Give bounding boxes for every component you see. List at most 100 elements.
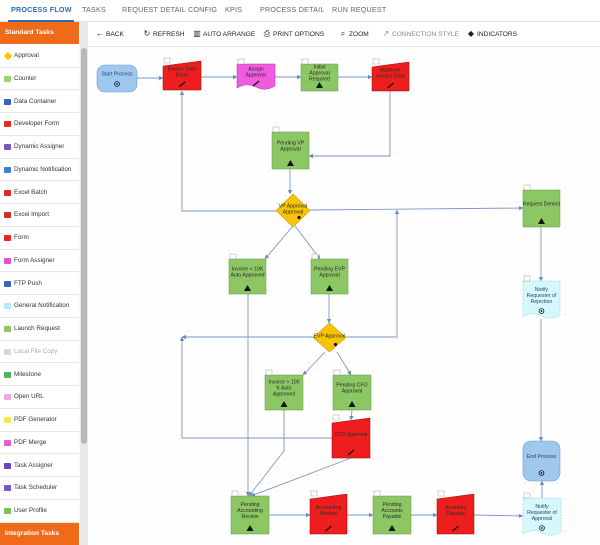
connector-15[interactable] (302, 351, 326, 376)
palette-item-counter[interactable]: Counter (0, 67, 79, 91)
flow-node-evp-decision[interactable]: EVP Approval (312, 322, 347, 353)
palette-item-data-container[interactable]: Data Container (0, 90, 79, 114)
palette-item-dynamic-notification[interactable]: Dynamic Notification (0, 158, 79, 182)
node-label: Invoice Data (376, 73, 405, 79)
tab-process-detail[interactable]: PROCESS DETAIL (260, 5, 325, 14)
notification-shape[interactable] (522, 280, 561, 319)
connector-16[interactable] (336, 351, 352, 376)
form-shape[interactable] (162, 60, 202, 91)
palette-item-excel-batch[interactable]: Excel Batch (0, 181, 79, 205)
palette-item-pdf-merge[interactable]: PDF Merge (0, 431, 79, 455)
palette-item-ftp-push[interactable]: FTP Push (0, 272, 79, 296)
connector-19[interactable] (179, 336, 332, 439)
zoom-button[interactable]: ⌕ZOOM (338, 28, 369, 40)
palette-item-form-assigner[interactable]: Form Assigner (0, 249, 79, 273)
decision-shape[interactable] (312, 322, 347, 353)
standard-tasks-header[interactable]: Standard Tasks (0, 22, 79, 44)
palette-item-form[interactable]: Form (0, 227, 79, 250)
connection-style-button[interactable]: ↗CONNECTION STYLE (381, 28, 459, 40)
connector-7[interactable] (264, 225, 294, 260)
start-shape[interactable] (96, 64, 138, 93)
task-type-icon (332, 414, 340, 421)
tab-request-detail-config[interactable]: REQUEST DETAIL CONFIG (122, 5, 218, 14)
form-shape[interactable] (436, 493, 475, 535)
connector-4[interactable] (308, 91, 391, 159)
node-label: Review (320, 511, 337, 517)
node-label: Required (309, 76, 330, 82)
palette-item-general-notification[interactable]: General Notification (0, 295, 79, 318)
milestone-indicator-icon (287, 160, 294, 166)
palette-item-user-profile[interactable]: User Profile (0, 500, 79, 523)
auto-arrange-button-label: AUTO ARRANGE (203, 31, 256, 38)
connector-21[interactable] (250, 457, 352, 497)
palette-item-pdf-generator[interactable]: PDF Generator (0, 409, 79, 432)
palette-item-excel-import[interactable]: Excel Import (0, 204, 79, 227)
process-flow-canvas[interactable] (89, 46, 600, 545)
connector-6[interactable] (179, 90, 277, 212)
refresh-button[interactable]: ↻REFRESH (142, 28, 185, 40)
palette-item-approval[interactable]: Approval (0, 45, 79, 68)
edit-pen-icon (347, 449, 355, 456)
task-type-icon (310, 490, 318, 497)
palette-item-developer-form[interactable]: Developer Form (0, 113, 79, 136)
node-label: Invoice Data (168, 66, 197, 72)
sidebar-scrollbar[interactable] (80, 22, 88, 545)
tab-run-request[interactable]: RUN REQUEST (332, 5, 387, 14)
sidebar-scrollbar-thumb[interactable] (81, 48, 87, 444)
milestone-indicator-icon (280, 401, 288, 407)
tab-tasks[interactable]: TASKS (82, 5, 107, 14)
flow-node-request-denied[interactable]: Request Denied (522, 184, 561, 228)
form-shape[interactable] (331, 417, 371, 459)
node-label: Review (241, 514, 258, 520)
decision-shape[interactable] (275, 193, 311, 228)
node-label: Approval (319, 272, 339, 278)
palette-item-task-scheduler[interactable]: Task Scheduler (0, 477, 79, 500)
connector-8[interactable] (294, 225, 321, 260)
palette-item-task-assigner[interactable]: Task Assigner (0, 454, 79, 478)
tab-process-flow[interactable]: PROCESS FLOW (8, 0, 74, 22)
print-options-button[interactable]: ⎙PRINT OPTIONS (262, 28, 324, 40)
event-indicator-dot (116, 83, 118, 85)
connector-25[interactable] (473, 513, 524, 519)
form-shape[interactable] (309, 493, 348, 535)
integration-tasks-header[interactable]: Integration Tasks (0, 523, 79, 545)
dynamic-notification-icon (4, 166, 11, 173)
connector-18[interactable] (349, 409, 354, 421)
palette-item-open-url[interactable]: Open URL (0, 386, 79, 409)
indicators-button[interactable]: ◆INDICATORS (466, 28, 517, 40)
end-shape[interactable] (522, 440, 561, 482)
flow-node-end[interactable]: End Process (522, 440, 561, 482)
auto-arrange-button[interactable]: ▥AUTO ARRANGE (192, 28, 255, 40)
connector-17[interactable] (346, 209, 400, 338)
back-button[interactable]: ←BACK (95, 28, 124, 40)
form-shape[interactable] (371, 61, 410, 92)
connector-20[interactable] (248, 410, 285, 497)
tab-kpis[interactable]: KPIS (225, 5, 243, 14)
notification-shape[interactable] (522, 497, 562, 536)
form-assigner-shape[interactable] (236, 63, 276, 90)
palette-item-label: Task Assigner (14, 461, 53, 469)
flow-node-start[interactable]: Start Process (96, 64, 138, 93)
palette-item-milestone[interactable]: Milestone (0, 363, 79, 387)
palette-item-launch-request[interactable]: Launch Request (0, 318, 79, 341)
flow-node-cfo-form[interactable]: CFO Approval (331, 414, 371, 459)
palette-item-dynamic-assigner[interactable]: Dynamic Assigner (0, 136, 79, 159)
connector-9[interactable] (309, 205, 524, 211)
